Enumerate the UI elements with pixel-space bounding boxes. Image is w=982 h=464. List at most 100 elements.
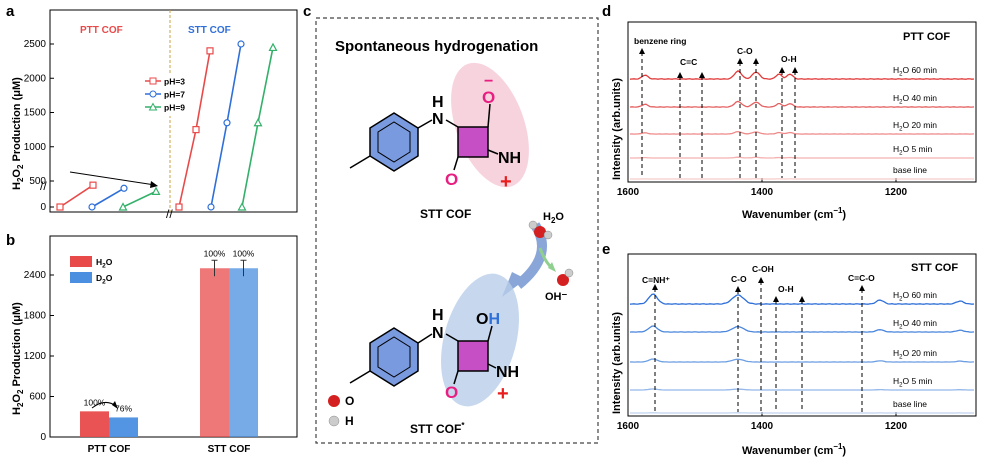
top-squaramide	[457, 126, 489, 158]
panel-b-bars: 100%100%76%100%	[80, 248, 258, 437]
b-legend-label: H2O	[96, 257, 113, 270]
panel-a-trend-arrowhead	[150, 181, 158, 188]
spectrum-label: H2O 40 min	[893, 93, 937, 106]
peak-marker-arrow	[758, 277, 764, 283]
hydroxide-o-atom	[557, 274, 569, 286]
b-category-label: STT COF	[208, 444, 251, 455]
b-ytick-label: 1200	[24, 351, 47, 362]
axis-break-left: //	[40, 179, 47, 193]
panel-b-decrease-arrowhead	[112, 401, 118, 409]
top-nh-group: NH	[498, 150, 521, 167]
water-h-atom-1	[528, 220, 538, 230]
a-point-circle	[207, 203, 215, 211]
scheme-title: Spontaneous hydrogenation	[335, 38, 538, 55]
peak-marker-arrow	[792, 67, 798, 73]
spectrum-line	[629, 358, 975, 363]
xtick-label: 1200	[885, 421, 908, 432]
legend-h-label: H	[345, 414, 354, 428]
panel-a-frame	[49, 9, 298, 213]
b-data-label: 100%	[84, 397, 106, 407]
top-molecule-label: STT COF	[420, 207, 471, 221]
bottom-n-bond-1	[417, 333, 433, 344]
legend-o-atom-icon	[328, 395, 340, 407]
hydroxide-h-atom	[564, 268, 574, 278]
a-legend-label: pH=9	[164, 103, 185, 113]
bottom-oh-bond	[487, 325, 493, 342]
a-series-line	[122, 190, 157, 208]
b-bar	[109, 417, 138, 437]
peak-marker-arrow	[677, 72, 683, 78]
top-plus-sign: +	[500, 171, 512, 193]
panel-a-group-stt: STT COF	[188, 25, 231, 36]
bottom-n-bond-2	[445, 333, 459, 342]
bottom-methyl-bond	[349, 370, 371, 384]
peak-marker-arrow	[753, 58, 759, 64]
b-category-label: PTT COF	[88, 444, 131, 455]
a-legend-label: pH=7	[164, 90, 185, 100]
a-point-triangle	[268, 42, 278, 52]
a-point-circle	[223, 119, 231, 127]
panel-e-ylabel: Intensity (arb.units)	[611, 312, 623, 414]
hydroxide-label: OH⁻	[545, 291, 568, 303]
b-data-label: 100%	[233, 248, 255, 258]
top-methyl-bond	[349, 155, 371, 169]
a-ytick-label: 2500	[24, 39, 47, 50]
xtick-label: 1600	[617, 421, 640, 432]
bottom-co-bond	[453, 370, 459, 385]
bottom-squaramide	[457, 340, 489, 372]
a-legend-square	[149, 77, 157, 85]
panel-c-frame	[315, 17, 599, 444]
top-o-carbonyl: O	[445, 170, 458, 189]
spectrum-label: H2O 60 min	[893, 65, 937, 78]
panel-a-group-ptt: PTT COF	[80, 25, 123, 36]
peak-marker-arrow	[652, 284, 658, 290]
peak-annotation: C=NH⁺	[642, 275, 670, 285]
legend-h-atom-icon	[328, 415, 340, 427]
spectrum-label: H2O 5 min	[893, 376, 933, 389]
spectrum-line	[629, 130, 975, 135]
top-n-bond-2	[445, 119, 459, 128]
a-point-circle	[120, 184, 128, 192]
xtick-label: 1400	[751, 421, 774, 432]
bottom-cn-bond	[487, 363, 497, 369]
panel-a-trend-arrow	[69, 171, 156, 186]
a-point-triangle	[118, 202, 128, 211]
xtick-label: 1200	[885, 187, 908, 198]
a-point-square	[89, 181, 97, 189]
a-point-triangle	[237, 202, 247, 211]
bottom-o-carbonyl: O	[445, 383, 458, 402]
spectrum-line	[629, 100, 975, 108]
top-n-atom: N	[432, 111, 444, 128]
a-legend-triangle	[148, 102, 158, 111]
xtick-label: 1400	[751, 187, 774, 198]
peak-marker-arrow	[699, 72, 705, 78]
spectrum-label: base line	[893, 165, 927, 175]
peak-marker-arrow	[735, 286, 741, 292]
b-legend-swatch	[70, 272, 92, 283]
a-ytick-label: 0	[40, 202, 46, 213]
spectrum-label: H2O 40 min	[893, 318, 937, 331]
top-benzene-inner	[377, 121, 411, 163]
b-legend-label: D2O	[96, 273, 113, 286]
peak-marker-arrow	[799, 296, 805, 302]
bottom-highlight-ellipse	[441, 273, 519, 407]
top-co-bond-2	[453, 156, 459, 171]
b-bar	[200, 268, 229, 437]
panel-b-letter: b	[6, 232, 15, 249]
top-nh-h: H	[432, 94, 444, 111]
top-minus-sign: −	[484, 73, 493, 90]
legend-o-label: O	[345, 394, 354, 408]
panel-a: a PTT COF STT COF H2O2 Production (μM) 0…	[6, 3, 298, 221]
peak-annotation: C-O	[737, 46, 753, 56]
peak-marker-arrow	[773, 296, 779, 302]
top-o-minus: O	[482, 88, 495, 107]
panel-b-xlabels: PTT COF STT COF	[88, 444, 251, 455]
top-cn-bond	[487, 149, 499, 155]
panel-e-frame	[627, 253, 977, 417]
panel-d-title: PTT COF	[903, 31, 950, 43]
a-legend-label: pH=3	[164, 77, 185, 87]
